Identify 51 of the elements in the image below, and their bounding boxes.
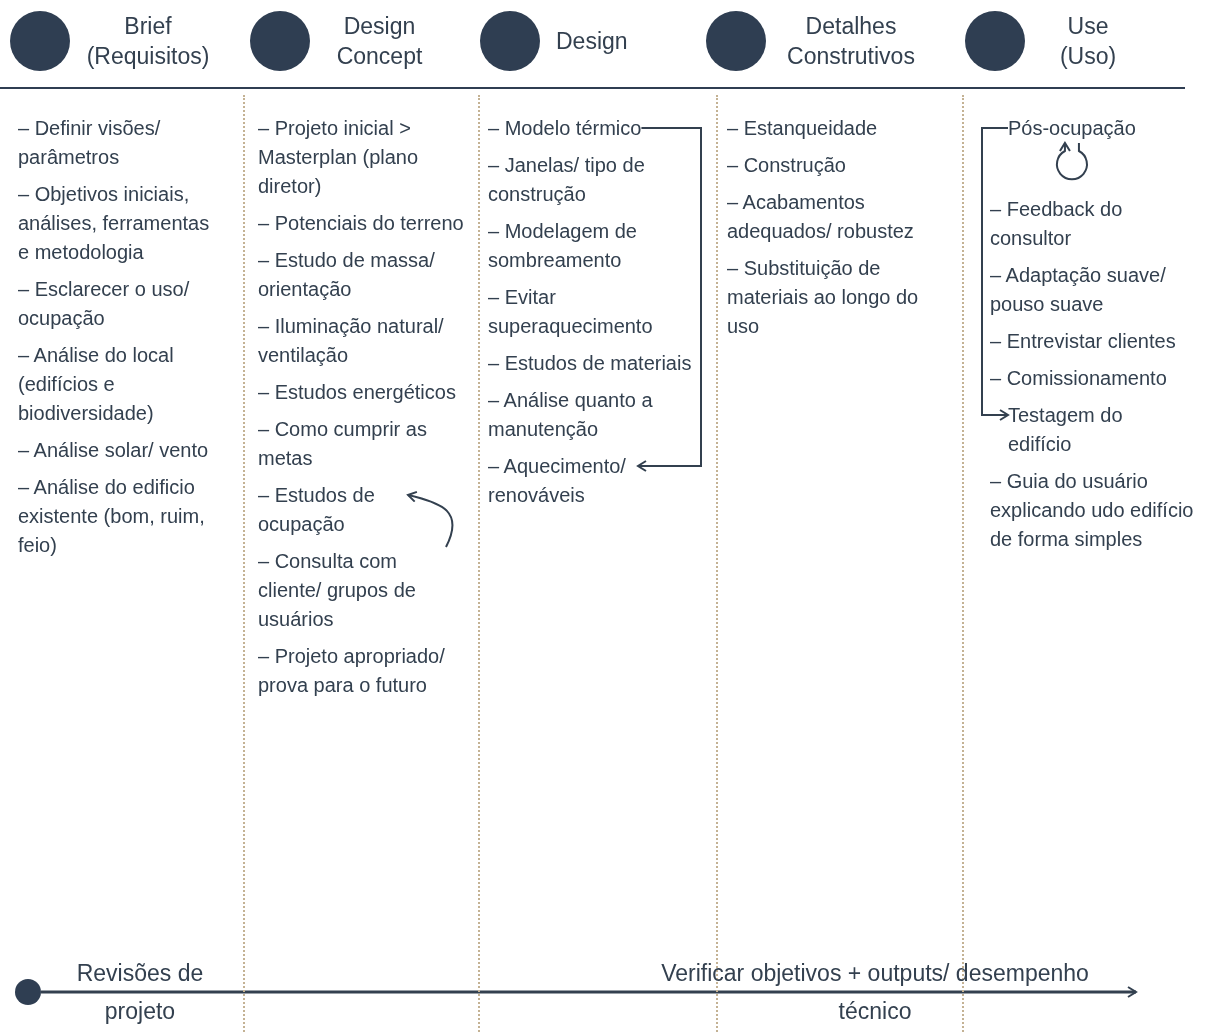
list-item: – Iluminação natural/ ventilação [258,314,445,368]
list-item: – Potenciais do terreno [258,211,465,236]
list-item: Testagem do edifício [1008,401,1158,459]
list-item: – Estudos de materiais [488,351,693,376]
list-item: – Como cumprir as metas [258,417,428,471]
circle-marker [706,11,766,71]
stage-heading: Design Concept [335,12,424,71]
timeline-label: Revisões de projeto [75,959,205,1026]
list-item: – Acabamentos adequados/ robustez [727,190,915,244]
arrow [407,491,454,548]
list-item: – Janelas/ tipo de construção [488,153,646,207]
list-item: – Construção [727,153,847,178]
stage-heading: Use (Uso) [1058,12,1118,71]
stage-heading: Brief (Requisitos) [85,12,211,71]
circle-marker [10,11,70,71]
stage-heading: Detalhes Construtivos [786,12,916,71]
list-item: – Análise solar/ vento [18,438,210,463]
list-item: – Substituição de materiais ao longo do uso [727,256,920,339]
arrow [637,127,702,472]
list-item: – Projeto inicial > Masterplan (plano diretor) [258,116,420,199]
list-item: – Guia do usuário explicando udo edifício de forma simples [990,469,1195,552]
list-item: – Modelo térmico [488,114,642,143]
circle-marker [965,11,1025,71]
arrow [981,127,1009,421]
circle-marker [250,11,310,71]
list-item: – Projeto apropriado/ prova para o futuro [258,644,446,698]
list-item: – Esclarecer o uso/ ocupação [18,277,191,331]
circle-marker [15,979,41,1005]
list-item: Pós-ocupação [1008,114,1136,143]
list-item: – Estudo de massa/ orientação [258,248,436,302]
list-item: – Análise quanto a manutenção [488,388,654,442]
list-item: – Análise do edificio existente (bom, ruim, feio) [18,475,206,558]
list-item: – Estudos de ocupação [258,481,408,539]
list-item: – Objetivos iniciais, análises, ferramentas e metodologia [18,182,211,265]
arrow [1055,142,1088,181]
list-item: – Estudos energéticos [258,380,457,405]
list-item: – Definir visões/ parâmetros [18,116,162,170]
timeline-arrow [41,986,1137,998]
timeline-label: Verificar objetivos + outputs/ desempenho técnico [660,959,1090,1026]
list-item: – Feedback do consultor [990,197,1124,251]
circle-marker [480,11,540,71]
list-item: – Estanqueidade [727,116,879,141]
list-item: – Análise do local (edifícios e biodiversidade) [18,343,175,426]
list-item: – Consulta com cliente/ grupos de usuários [258,547,458,634]
list-item: – Evitar superaquecimento [488,285,654,339]
list-item: – Entrevistar clientes [990,329,1177,354]
list-item: – Adaptação suave/ pouso suave [990,263,1167,317]
list-item: – Modelagem de sombreamento [488,219,638,273]
list-item: – Comissionamento [990,366,1168,391]
stage-heading: Design [556,27,628,56]
list-item: – Aquecimento/ renováveis [488,452,638,510]
